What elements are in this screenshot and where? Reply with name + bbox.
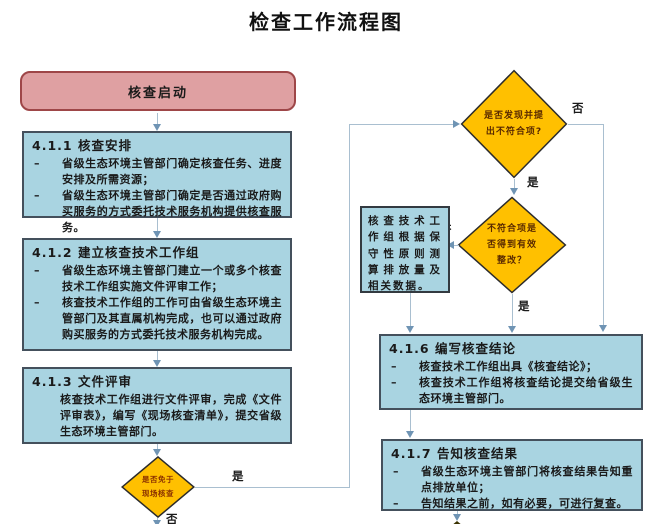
arrowhead-down-icon bbox=[406, 431, 414, 438]
connector-nonconformity-no-v bbox=[603, 124, 604, 326]
node-413-body: 核查技术工作组进行文件评审，完成《文件评审表》，编写《现场核查清单》，提交省级生… bbox=[60, 393, 282, 438]
node-416-bullet-2: – 核查技术工作组将核查结论提交给省级生态环境主管部门。 bbox=[391, 376, 633, 405]
connector-rectified-yes bbox=[512, 294, 513, 327]
connector-yes-horizontal bbox=[195, 487, 349, 488]
bullet-dash-icon: – bbox=[34, 189, 40, 202]
connector-416-to-417 bbox=[410, 410, 411, 432]
connector-nonconformity-yes bbox=[514, 179, 515, 189]
node-413-heading: 4.1.3 文件评审 bbox=[32, 374, 132, 389]
diamond-shape-icon bbox=[460, 69, 568, 179]
arrowhead-down-icon bbox=[599, 325, 607, 332]
bullet-dash-icon: – bbox=[34, 157, 40, 171]
bullet-dash-icon: – bbox=[34, 264, 40, 278]
bullet-dash-icon: – bbox=[393, 465, 399, 479]
decision-exempt-onsite: 是否免于 现场核查 bbox=[121, 456, 195, 518]
connector-nonconformity-no-h bbox=[568, 124, 604, 125]
connector-413-to-decision bbox=[157, 444, 158, 450]
connector-yes-vertical bbox=[349, 124, 350, 488]
node-417-bullet-1: – 省级生态环境主管部门将核查结果告知重点排放单位； bbox=[393, 465, 633, 495]
branch-label-no: 否 bbox=[572, 101, 585, 115]
node-416-heading: 4.1.6 编写核查结论 bbox=[389, 341, 516, 356]
start-node-label: 核查启动 bbox=[127, 85, 188, 101]
page-title: 检查工作流程图 bbox=[249, 10, 403, 34]
arrowhead-down-icon bbox=[510, 188, 518, 195]
node-416-bullet-1: – 核查技术工作组出具《核查结论》； bbox=[391, 360, 598, 374]
decision-nonconformity: 是否发现并提 出不符合项? bbox=[460, 69, 568, 179]
decision-exempt-onsite-label: 是否免于 现场核查 bbox=[142, 474, 174, 498]
process-node-conservative: 核查技术工作组根据保守性原则测算排放量及相关数据。 bbox=[360, 206, 450, 293]
arrowhead-down-icon bbox=[153, 360, 161, 367]
decision-nonconformity-label: 是否发现并提 出不符合项? bbox=[483, 110, 544, 137]
node-417-bullet-2: – 告知结果之前，如有必要，可进行复查。 bbox=[393, 497, 628, 510]
diamond-shape-icon bbox=[457, 196, 567, 294]
connector-start-to-411 bbox=[157, 113, 158, 125]
node-412-heading: 4.1.2 建立核查技术工作组 bbox=[32, 245, 200, 260]
branch-label-yes: 是 bbox=[518, 299, 531, 313]
decision-rectified: 不符合项是 否得到有效 整改？ bbox=[457, 196, 567, 294]
connector-412-to-413 bbox=[157, 351, 158, 360]
process-node-411: 4.1.1 核查安排 – 省级生态环境主管部门确定核查任务、进度安排及所需资源；… bbox=[22, 131, 292, 234]
arrowhead-right-icon bbox=[453, 120, 460, 128]
connector-yes-to-nonconformity bbox=[349, 124, 454, 125]
arrowhead-left-icon bbox=[447, 241, 454, 249]
start-node: 核查启动 bbox=[20, 71, 296, 111]
arrowhead-down-icon bbox=[153, 520, 161, 524]
node-411-heading: 4.1.1 核查安排 bbox=[32, 138, 132, 153]
node-412-bullet-1: – 省级生态环境主管部门建立一个或多个核查技术工作组实施文件评审工作； bbox=[34, 264, 282, 294]
connector-411-to-412 bbox=[157, 218, 158, 231]
cut-off-diamond-tip-icon bbox=[451, 521, 463, 524]
node-conservative-body: 核查技术工作组根据保守性原则测算排放量及相关数据。 bbox=[368, 215, 442, 293]
bullet-dash-icon: – bbox=[391, 376, 397, 390]
process-node-416: 4.1.6 编写核查结论 – 核查技术工作组出具《核查结论》； – 核查技术工作… bbox=[379, 334, 643, 410]
process-node-412: 4.1.2 建立核查技术工作组 – 省级生态环境主管部门建立一个或多个核查技术工… bbox=[22, 238, 292, 351]
arrowhead-down-icon bbox=[508, 326, 516, 333]
connector-conservative-to-416 bbox=[410, 293, 411, 327]
node-411-bullet-1: – 省级生态环境主管部门确定核查任务、进度安排及所需资源； bbox=[34, 157, 282, 187]
process-node-413: 4.1.3 文件评审 核查技术工作组进行文件评审，完成《文件评审表》，编写《现场… bbox=[22, 367, 292, 444]
bullet-dash-icon: – bbox=[391, 360, 397, 374]
process-node-417: 4.1.7 告知核查结果 – 省级生态环境主管部门将核查结果告知重点排放单位； … bbox=[381, 439, 643, 511]
arrowhead-down-icon bbox=[153, 231, 161, 238]
bullet-dash-icon: – bbox=[34, 296, 40, 309]
branch-label-no: 否 bbox=[166, 512, 179, 524]
diamond-shape-icon bbox=[121, 456, 195, 518]
branch-label-yes: 是 bbox=[527, 175, 540, 189]
node-411-bullet-2: – 省级生态环境主管部门确定是否通过政府购买服务的方式委托技术服务机构提供核查服… bbox=[34, 189, 282, 234]
branch-label-yes: 是 bbox=[232, 469, 245, 483]
decision-rectified-label: 不符合项是 否得到有效 整改？ bbox=[486, 223, 537, 267]
connector-rectified-no bbox=[453, 245, 459, 246]
arrowhead-down-icon bbox=[406, 326, 414, 333]
arrowhead-down-icon bbox=[153, 449, 161, 456]
arrowhead-down-icon bbox=[153, 124, 161, 131]
node-412-bullet-2: – 核查技术工作组的工作可由省级生态环境主管部门及其直属机构完成，也可以通过政府… bbox=[34, 296, 282, 341]
arrowhead-down-icon bbox=[453, 514, 461, 521]
connector-417-down bbox=[457, 511, 458, 515]
connector-decision-no-down bbox=[157, 518, 158, 521]
bullet-dash-icon: – bbox=[393, 497, 399, 510]
node-417-heading: 4.1.7 告知核查结果 bbox=[391, 446, 518, 461]
